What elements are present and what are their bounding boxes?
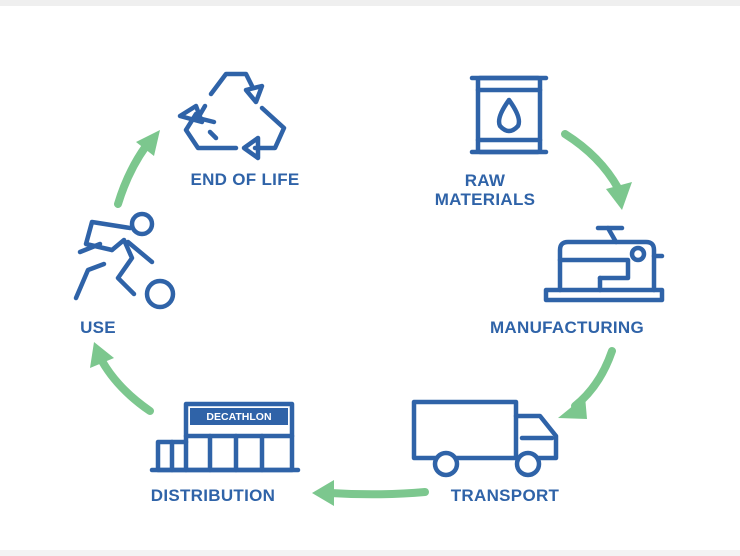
arrow-transport-to-distribution xyxy=(312,480,429,506)
cycle-arrows xyxy=(90,130,632,506)
stage-label-use: USE xyxy=(80,318,116,337)
arrow-manufacturing-to-transport xyxy=(558,347,616,419)
football-player-icon xyxy=(73,211,176,310)
oil-barrel-icon xyxy=(469,75,549,155)
arrow-distribution-to-use xyxy=(90,342,154,415)
recycle-icon xyxy=(177,71,287,161)
store-icon: DECATHLON xyxy=(149,401,301,473)
truck-icon xyxy=(411,399,559,478)
arrow-raw-to-manufacturing xyxy=(561,130,632,210)
stage-label-manufacturing: MANUFACTURING xyxy=(489,318,645,337)
arrow-use-to-end-of-life xyxy=(114,130,160,208)
stage-label-transport: TRANSPORT xyxy=(450,486,560,505)
stage-label-end-of-life: END OF LIFE xyxy=(190,170,300,189)
diagram-graphics: DECATHLON xyxy=(73,71,665,506)
stage-label-distribution: DISTRIBUTION xyxy=(150,486,276,505)
stage-label-raw-materials: RAW MATERIALS xyxy=(434,171,536,209)
store-sign-text: DECATHLON xyxy=(206,411,271,423)
sewing-machine-icon xyxy=(543,225,665,303)
